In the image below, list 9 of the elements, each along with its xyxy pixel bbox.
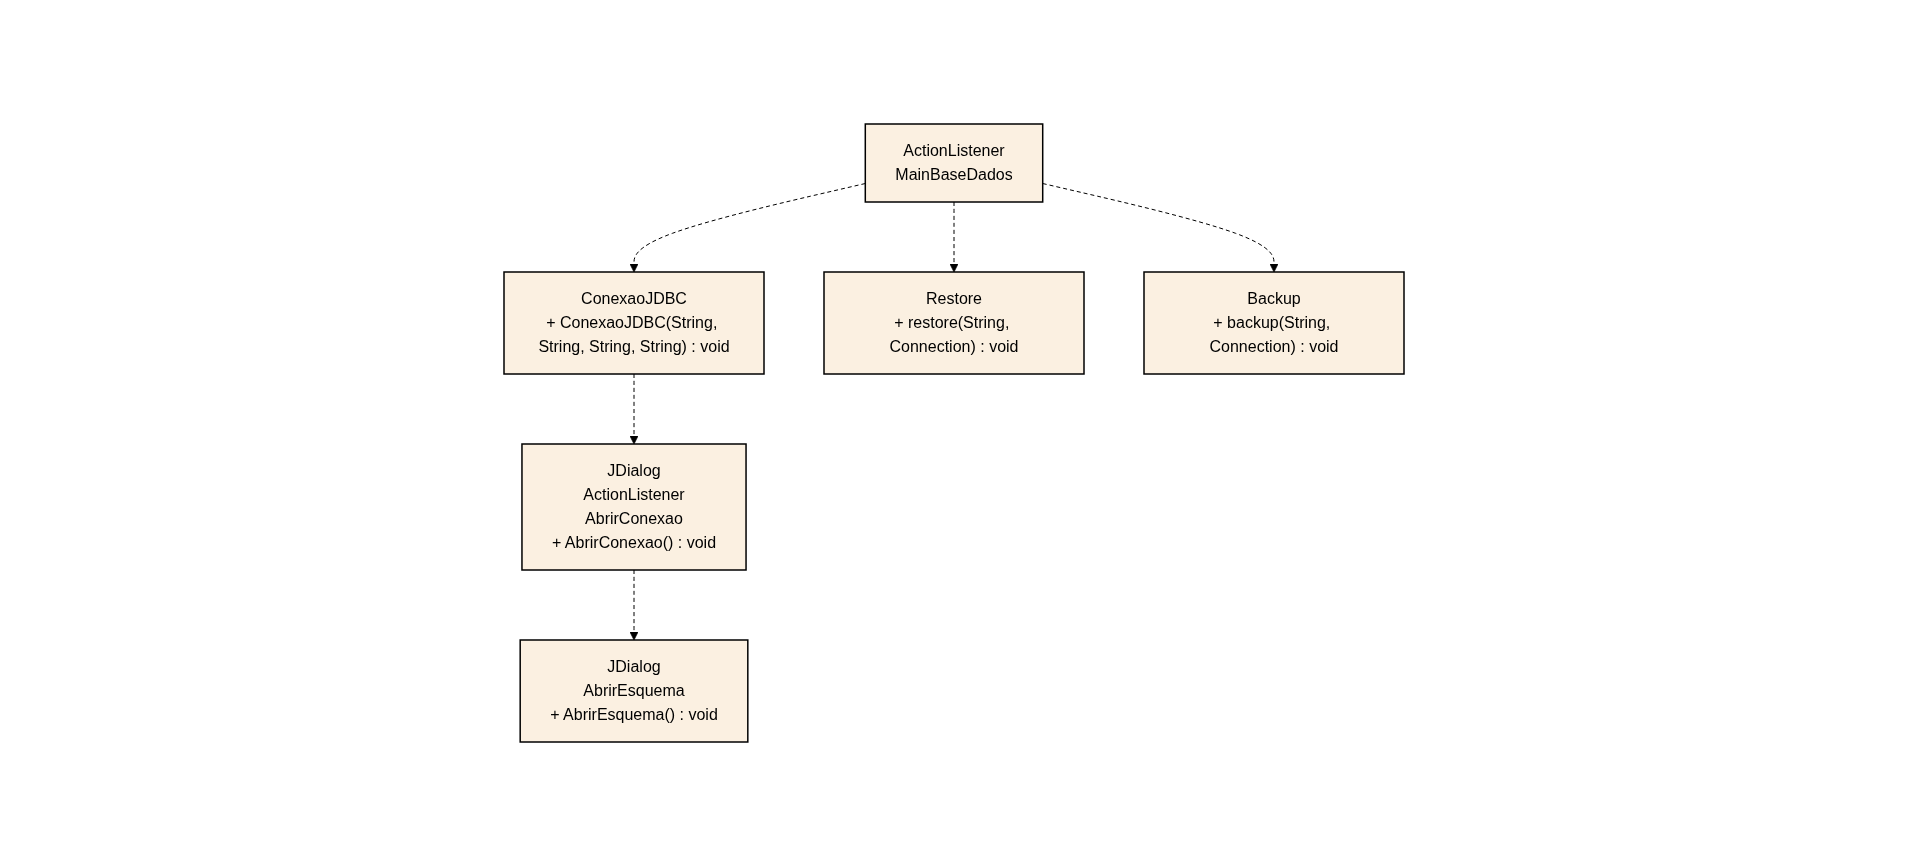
node-box: ActionListener MainBaseDados xyxy=(864,123,1043,203)
node-box: ConexaoJDBC + ConexaoJDBC(String, String, String, String) : void xyxy=(502,271,765,375)
node-box: Restore + restore(String, Connection) : void xyxy=(822,271,1085,375)
node-box: Backup + backup(String, Connection) : void xyxy=(1142,271,1405,375)
arrow xyxy=(949,201,958,273)
arrow xyxy=(629,569,638,641)
node-box: JDialog ActionListener AbrirConexao + AbrirConexao() : void xyxy=(520,443,747,571)
node-box: JDialog AbrirEsquema + AbrirEsquema() : void xyxy=(518,639,749,743)
arrow xyxy=(629,373,638,445)
